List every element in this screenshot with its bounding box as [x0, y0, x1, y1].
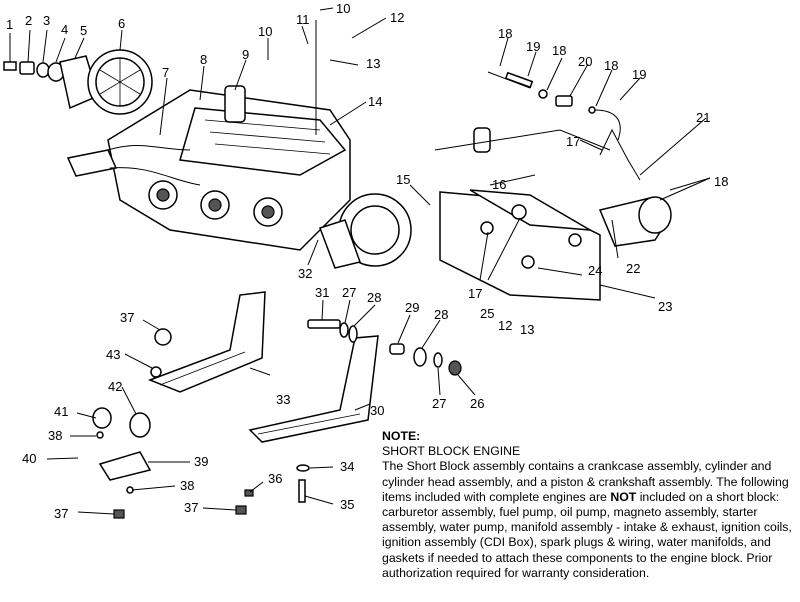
callout-23: 23	[658, 299, 672, 314]
note-body: The Short Block assembly contains a cran…	[382, 459, 798, 581]
callout-20: 20	[578, 54, 592, 69]
callout-21: 21	[696, 110, 710, 125]
callout-9: 9	[242, 47, 249, 62]
callout-24: 24	[588, 263, 602, 278]
callout-38-b: 38	[180, 478, 194, 493]
callout-41: 41	[54, 404, 68, 419]
mounting-bracket-plate	[434, 127, 672, 301]
callout-18-a: 18	[498, 26, 512, 41]
callout-33: 33	[276, 392, 290, 407]
callout-17-bottom: 17	[468, 286, 482, 301]
engine-mount-brackets	[147, 291, 379, 443]
callout-39: 39	[194, 454, 208, 469]
engine-block	[66, 85, 412, 269]
callout-37-b: 37	[54, 506, 68, 521]
callout-15: 15	[396, 172, 410, 187]
callout-27-top: 27	[342, 285, 356, 300]
callout-10-top: 10	[336, 1, 350, 16]
callout-18-d: 18	[714, 174, 728, 189]
callout-28-top: 28	[367, 290, 381, 305]
callout-22: 22	[626, 261, 640, 276]
callout-25: 25	[480, 306, 494, 321]
fuel-line-assembly	[487, 71, 621, 141]
callout-17-top: 17	[566, 134, 580, 149]
callout-35: 35	[340, 497, 354, 512]
callout-12-bottom: 12	[498, 318, 512, 333]
callout-6: 6	[118, 16, 125, 31]
callout-13-bottom: 13	[520, 322, 534, 337]
note-not-emphasis: NOT	[610, 489, 637, 504]
note-body-part-2: included on a short block: carburetor as…	[382, 489, 792, 580]
callout-30: 30	[370, 403, 384, 418]
callout-3: 3	[43, 13, 50, 28]
callout-16: 16	[492, 177, 506, 192]
callout-14: 14	[368, 94, 382, 109]
callout-4: 4	[61, 22, 68, 37]
mount-hardware	[92, 328, 310, 519]
callout-37-c: 37	[184, 500, 198, 515]
callout-18-c: 18	[604, 58, 618, 73]
callout-7: 7	[162, 65, 169, 80]
callout-5: 5	[80, 23, 87, 38]
callout-12-top: 12	[390, 10, 404, 25]
callout-10-left: 10	[258, 24, 272, 39]
callout-43: 43	[106, 347, 120, 362]
leader-lines	[9, 7, 711, 515]
callout-31: 31	[315, 285, 329, 300]
callout-19-b: 19	[632, 67, 646, 82]
callout-1: 1	[6, 17, 13, 32]
short-block-note: NOTE: SHORT BLOCK ENGINE The Short Block…	[382, 429, 798, 581]
callout-40: 40	[22, 451, 36, 466]
bolts-washers	[307, 319, 462, 376]
callout-19-a: 19	[526, 39, 540, 54]
callout-38-a: 38	[48, 428, 62, 443]
callout-28-bottom: 28	[434, 307, 448, 322]
callout-8: 8	[200, 52, 207, 67]
callout-18-b: 18	[552, 43, 566, 58]
note-subtitle: SHORT BLOCK ENGINE	[382, 444, 521, 459]
note-body-part-1: The Short Block assembly contains a cran…	[382, 459, 789, 504]
callout-42: 42	[108, 379, 122, 394]
callout-11: 11	[296, 12, 310, 27]
callout-32: 32	[298, 266, 312, 281]
callout-2: 2	[25, 13, 32, 28]
note-title: NOTE:	[382, 429, 421, 443]
callout-29: 29	[405, 300, 419, 315]
callout-labels: 1 2 3 4 5 6 7 8 9 10 10 11 12 12 13 13 1…	[6, 1, 728, 521]
callout-13-top: 13	[366, 56, 380, 71]
callout-36: 36	[268, 471, 282, 486]
water-pump-pulley-group	[3, 49, 153, 115]
callout-26: 26	[470, 396, 484, 411]
callout-34: 34	[340, 459, 354, 474]
callout-27-bottom: 27	[432, 396, 446, 411]
callout-37-a: 37	[120, 310, 134, 325]
